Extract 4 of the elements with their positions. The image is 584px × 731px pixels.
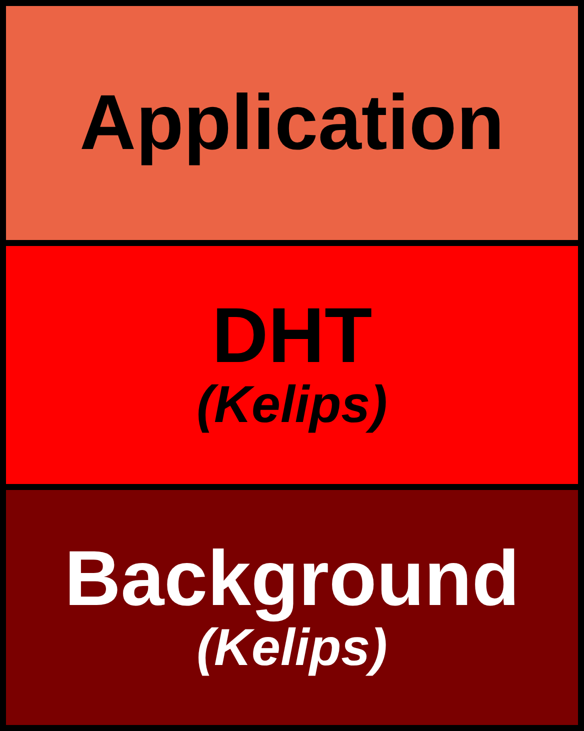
layer-title: Background: [64, 538, 520, 620]
layer-title: DHT: [212, 295, 372, 378]
layer-title: Application: [80, 82, 504, 164]
layer-subtitle: (Kelips): [196, 377, 388, 435]
